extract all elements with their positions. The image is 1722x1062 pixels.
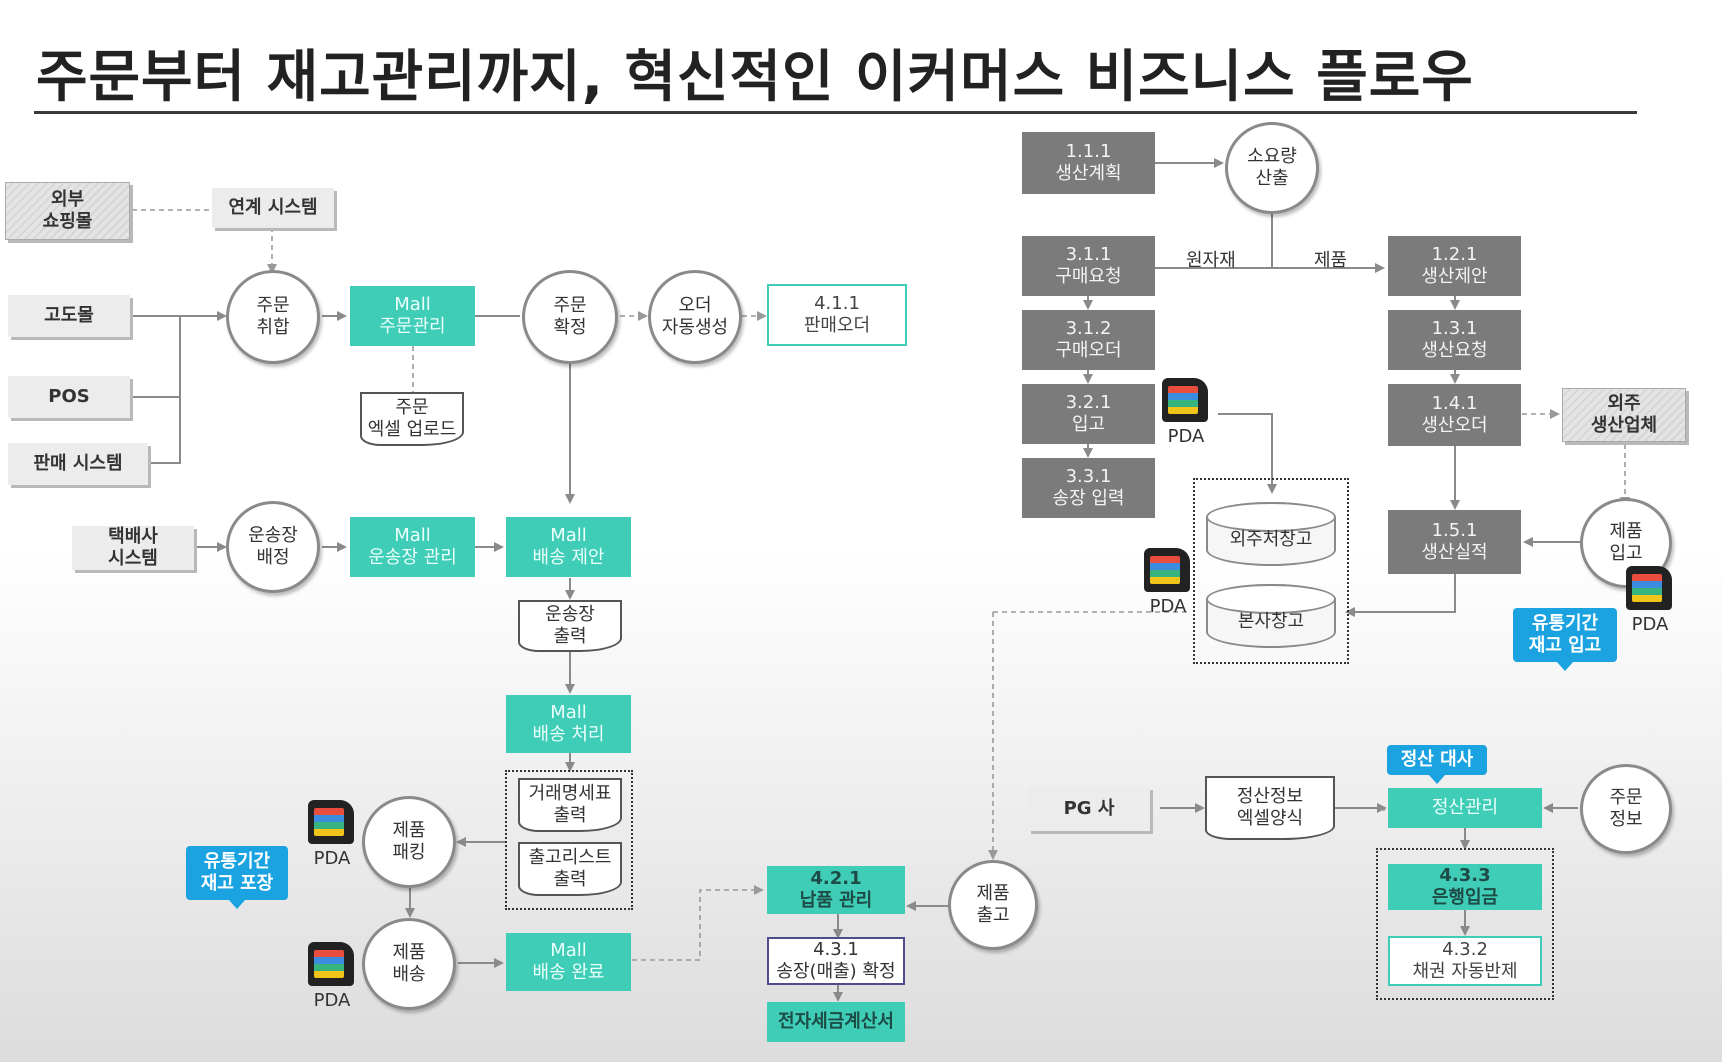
- courier-system-node: 택배사 시스템: [72, 526, 194, 570]
- production-order-node: 1.4.1 생산오더: [1388, 384, 1521, 446]
- pda-icon: [1144, 548, 1190, 592]
- pos-node: POS: [8, 376, 130, 418]
- pda-label: PDA: [1167, 426, 1205, 447]
- pda-label: PDA: [313, 848, 351, 869]
- waybill-print-node: 운송장 출력: [518, 600, 622, 652]
- pda-device-receipt: PDA: [1622, 566, 1678, 635]
- pg-company-node: PG 사: [1028, 787, 1150, 831]
- production-request-node: 1.3.1 생산요청: [1388, 310, 1521, 370]
- order-confirm-node: 주문 확정: [522, 270, 618, 364]
- pda-device-warehouse: PDA: [1140, 548, 1196, 617]
- external-mall-node: 외부 쇼핑몰: [5, 182, 130, 240]
- hq-warehouse-node: 본사창고: [1206, 584, 1336, 648]
- mall-shipping-process-node: Mall 배송 처리: [506, 695, 631, 753]
- order-info-node: 주문 정보: [1580, 764, 1672, 854]
- title-divider: [34, 111, 1637, 114]
- raw-material-label: 원자재: [1186, 250, 1236, 271]
- sales-order-node: 4.1.1 판매오더: [767, 284, 907, 346]
- production-result-node: 1.5.1 생산실적: [1388, 510, 1521, 574]
- pda-icon: [308, 800, 354, 844]
- invoice-confirm-node: 4.3.1 송장(매출) 확정: [767, 937, 905, 985]
- production-plan-node: 1.1.1 생산계획: [1022, 132, 1155, 194]
- pda-device-packing: PDA: [304, 800, 360, 869]
- print-docs-group: [505, 770, 633, 910]
- settlement-mgmt-node: 정산관리: [1388, 788, 1542, 828]
- expiry-packing-badge: 유통기간 재고 포장: [186, 846, 288, 909]
- outsource-warehouse-label: 외주처창고: [1229, 529, 1313, 551]
- hq-warehouse-label: 본사창고: [1237, 611, 1305, 633]
- production-propose-node: 1.2.1 생산제안: [1388, 236, 1521, 296]
- waybill-assign-node: 운송장 배정: [226, 501, 320, 593]
- e-tax-invoice-node: 전자세금계산서: [767, 1002, 905, 1042]
- pda-label: PDA: [1631, 614, 1669, 635]
- purchase-request-node: 3.1.1 구매요청: [1022, 236, 1155, 296]
- auto-offset-node: 4.3.2 채권 자동반제: [1388, 936, 1542, 986]
- receiving-node: 3.2.1 입고: [1022, 384, 1155, 444]
- pda-icon: [1162, 378, 1208, 422]
- pda-label: PDA: [313, 990, 351, 1011]
- purchase-order-node: 3.1.2 구매오더: [1022, 310, 1155, 370]
- bank-deposit-node: 4.3.3 은행입금: [1388, 864, 1542, 910]
- auto-order-node: 오더 자동생성: [648, 270, 742, 364]
- mall-waybill-mgmt-node: Mall 운송장 관리: [350, 517, 475, 577]
- requirement-calc-node: 소요량 산출: [1225, 122, 1319, 214]
- pda-icon: [308, 942, 354, 986]
- waybill-input-node: 3.3.1 송장 입력: [1022, 458, 1155, 518]
- pda-device-delivery: PDA: [304, 942, 360, 1011]
- product-packing-node: 제품 패킹: [362, 796, 456, 888]
- mall-order-mgmt-node: Mall 주문관리: [350, 286, 475, 346]
- mall-shipping-propose-node: Mall 배송 제안: [506, 517, 631, 577]
- outsource-warehouse-node: 외주처창고: [1206, 502, 1336, 566]
- settlement-match-badge: 정산 대사: [1387, 745, 1487, 784]
- page-title: 주문부터 재고관리까지, 혁신적인 이커머스 비즈니스 플로우: [36, 45, 1474, 110]
- delivery-mgmt-node: 4.2.1 납품 관리: [767, 866, 905, 914]
- pda-icon: [1626, 566, 1672, 610]
- product-delivery-node: 제품 배송: [362, 918, 456, 1010]
- outsource-vendor-node: 외주 생산업체: [1562, 388, 1686, 442]
- pda-device-receiving: PDA: [1158, 378, 1214, 447]
- link-system-node: 연계 시스템: [212, 188, 334, 228]
- sales-system-node: 판매 시스템: [8, 443, 148, 485]
- trade-statement-node: 거래명세표 출력: [518, 778, 622, 832]
- order-excel-upload-node: 주문 엑셀 업로드: [360, 392, 464, 446]
- product-label: 제품: [1314, 250, 1348, 271]
- mall-shipping-complete-node: Mall 배송 완료: [506, 933, 631, 991]
- settlement-excel-node: 정산정보 엑셀양식: [1205, 776, 1335, 840]
- order-collect-node: 주문 취합: [226, 270, 320, 364]
- expiry-receipt-badge: 유통기간 재고 입고: [1513, 608, 1617, 671]
- pda-label: PDA: [1149, 596, 1187, 617]
- warehouse-group: [1193, 478, 1349, 664]
- godomall-node: 고도몰: [8, 295, 130, 337]
- release-list-node: 출고리스트 출력: [518, 842, 622, 896]
- product-release-node: 제품 출고: [948, 860, 1038, 950]
- settlement-group: [1376, 848, 1554, 1000]
